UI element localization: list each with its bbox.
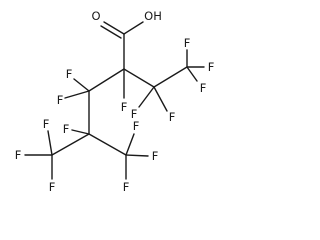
bond-c3-f-a bbox=[73, 78, 90, 92]
atom-f-cf3-left-side: F bbox=[15, 148, 22, 162]
atom-f-c4-b: F bbox=[169, 110, 176, 124]
bonds bbox=[24, 21, 205, 180]
bond-cf3l-f-top bbox=[47, 130, 53, 156]
atom-f-cf3-right-side: F bbox=[208, 60, 215, 74]
bond-c6-f bbox=[71, 129, 90, 135]
bond-c3-f-b bbox=[64, 90, 90, 99]
bond-c1-o-double-b bbox=[100, 25, 122, 39]
bond-cf3b-f-top bbox=[125, 133, 135, 156]
atom-f-cf3-right-top: F bbox=[184, 36, 191, 50]
atom-f-c2: F bbox=[121, 100, 128, 114]
bond-c1-o-double-a bbox=[103, 21, 125, 35]
atom-f-c6: F bbox=[63, 122, 70, 136]
bond-c2-c3 bbox=[88, 68, 125, 92]
atom-f-cf3-bottom-top: F bbox=[133, 119, 140, 133]
atom-f-cf3-left-top: F bbox=[43, 117, 50, 131]
atom-labels: O OH F F F F F F F F F F F F F F F bbox=[15, 9, 215, 194]
bond-c6-cf3l bbox=[51, 133, 90, 156]
bond-c1-oh bbox=[123, 21, 144, 35]
atom-f-c3-b: F bbox=[57, 93, 64, 107]
atom-f-cf3-bottom-side: F bbox=[152, 149, 159, 163]
atom-oh: OH bbox=[144, 9, 162, 23]
atom-o-carbonyl: O bbox=[91, 9, 100, 23]
bond-c4-f-a bbox=[138, 86, 155, 108]
atom-f-c4-a: F bbox=[131, 107, 138, 121]
atom-f-cf3-bottom-bottom: F bbox=[123, 180, 130, 194]
bond-c4-f-b bbox=[153, 86, 168, 112]
bond-c2-c4 bbox=[123, 68, 155, 88]
structure-diagram: O OH F F F F F F F F F F F F F F F bbox=[15, 9, 215, 194]
bond-c6-cf3b bbox=[88, 133, 127, 156]
atom-f-cf3-right-bottom: F bbox=[200, 81, 207, 95]
atom-f-cf3-left-bottom: F bbox=[49, 180, 56, 194]
bond-cf3b-f-right bbox=[125, 154, 149, 157]
bond-cf3r-f-bottom bbox=[186, 66, 198, 82]
atom-f-c3-a: F bbox=[66, 67, 73, 81]
bond-c4-c5 bbox=[153, 66, 188, 88]
